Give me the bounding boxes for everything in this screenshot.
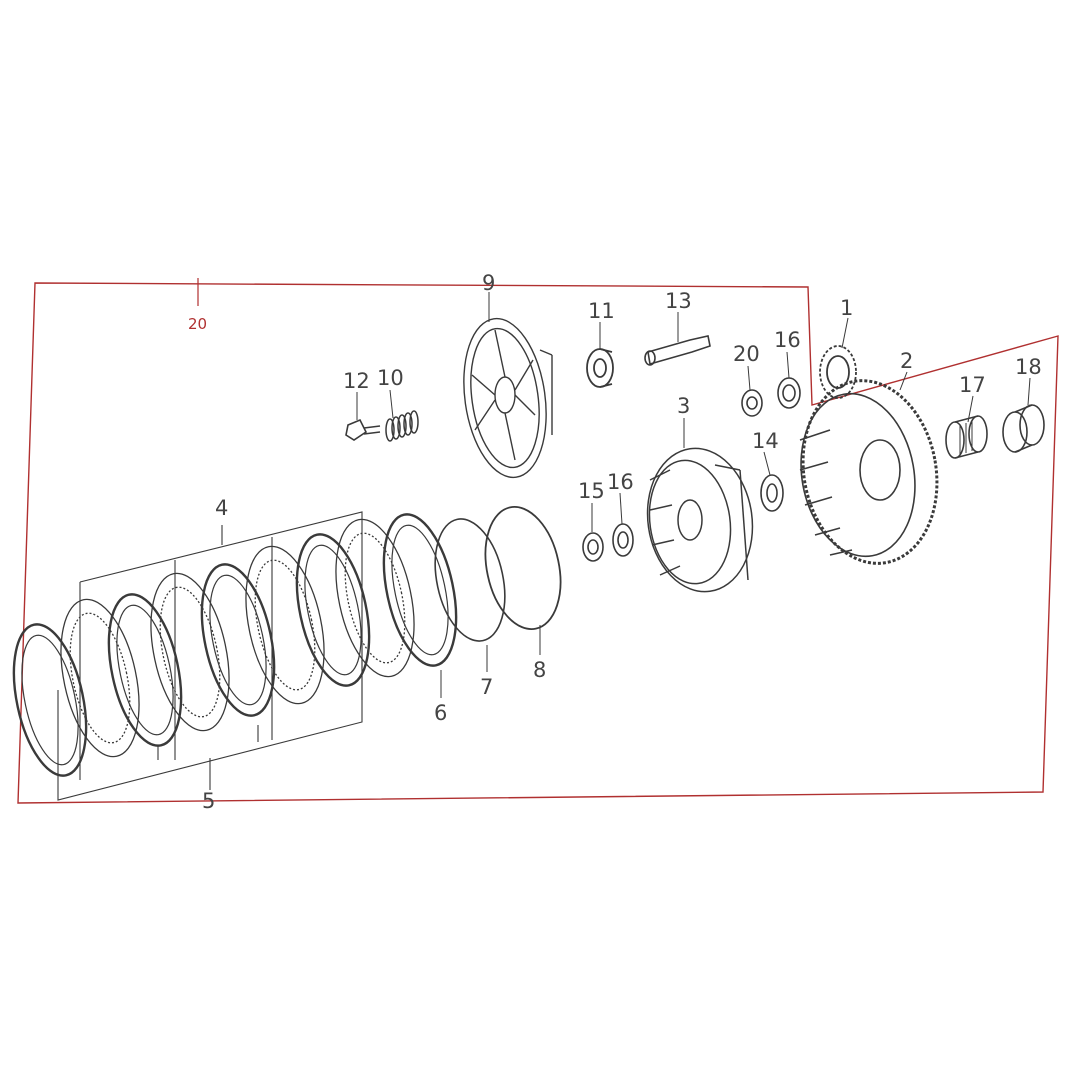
bracket-5 — [57, 610, 363, 801]
bracket-4 — [79, 511, 363, 780]
callout-17: 17 — [959, 373, 986, 397]
friction-plate — [295, 533, 371, 687]
washer-16-lower — [612, 523, 634, 557]
callout-20: 20 — [733, 342, 760, 366]
callout-4: 4 — [215, 496, 228, 520]
callout-10: 10 — [377, 366, 404, 390]
washer-16-upper — [777, 377, 801, 409]
ring-8 — [484, 505, 562, 631]
friction-plate — [382, 513, 458, 667]
friction-plate — [200, 563, 276, 717]
bolt-12 — [345, 418, 381, 441]
callout-1: 1 — [840, 296, 853, 320]
spring-10 — [385, 410, 419, 442]
washer-14 — [760, 474, 784, 512]
friction-plate — [107, 593, 183, 747]
callout-7: 7 — [480, 675, 493, 699]
callout-15: 15 — [578, 479, 605, 503]
bearing-11 — [586, 348, 614, 388]
nut-20 — [741, 389, 763, 417]
callout-6: 6 — [434, 701, 447, 725]
steel-plate — [335, 518, 415, 678]
clutch-hub-3 — [646, 447, 754, 593]
kit-boundary — [17, 282, 1059, 804]
pressure-plate-9 — [463, 317, 553, 479]
clutch-basket-2 — [799, 379, 939, 565]
callout-14: 14 — [752, 429, 779, 453]
steel-plate — [245, 545, 325, 705]
callout-5: 5 — [202, 789, 215, 813]
callout-12: 12 — [343, 369, 370, 393]
callout-8: 8 — [533, 658, 546, 682]
callout-11: 11 — [588, 299, 615, 323]
callout-3: 3 — [677, 394, 690, 418]
leader-lines — [356, 292, 1031, 698]
push-rod-13 — [644, 335, 711, 366]
callout-18: 18 — [1015, 355, 1042, 379]
callout-9: 9 — [482, 271, 495, 295]
steel-plate — [150, 572, 230, 732]
callout-13: 13 — [665, 289, 692, 313]
friction-plate — [12, 623, 88, 777]
ring-7 — [434, 518, 506, 642]
needle-bearing-17 — [945, 415, 988, 459]
collar-18 — [1002, 404, 1045, 453]
nut-15 — [582, 532, 604, 562]
callout-16-upper: 16 — [774, 328, 801, 352]
sprocket-1 — [819, 345, 857, 399]
callout-16-lower: 16 — [607, 470, 634, 494]
callout-2: 2 — [900, 349, 913, 373]
kit-label: 20 — [188, 315, 207, 333]
steel-plate — [60, 598, 140, 758]
